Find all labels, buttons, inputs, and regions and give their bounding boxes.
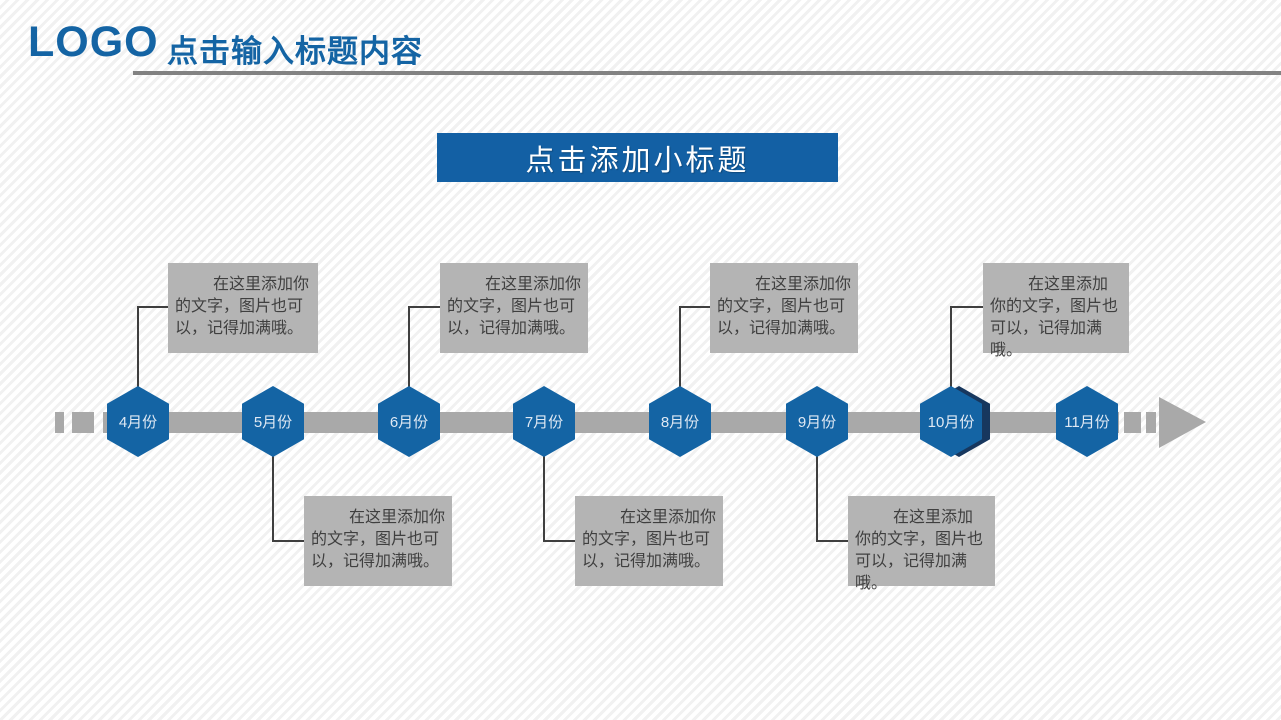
timeline-dash-left-1 — [55, 412, 64, 433]
timeline-node-label: 5月份 — [253, 414, 293, 431]
connector-jul-vertical — [543, 455, 545, 542]
connector-jun-horizontal — [408, 306, 440, 308]
header-divider — [133, 71, 1281, 75]
timeline-node-label: 11月份 — [1064, 414, 1110, 431]
note-box-sep[interactable]: 在这里添加你的文字，图片也可以，记得加满哦。 — [848, 496, 995, 592]
connector-sep-vertical — [816, 455, 818, 542]
connector-aug-horizontal — [679, 306, 710, 308]
right-arrow-icon — [1159, 397, 1206, 448]
logo-text: LOGO — [28, 18, 159, 66]
connector-sep-horizontal — [816, 540, 848, 542]
note-box-apr[interactable]: 在这里添加你的文字，图片也可以，记得加满哦。 — [168, 263, 318, 353]
connector-aug-vertical — [679, 306, 681, 388]
timeline-node-label: 8月份 — [660, 414, 700, 431]
timeline-node-apr[interactable]: 4月份 — [107, 386, 169, 457]
note-box-oct[interactable]: 在这里添加你的文字，图片也可以，记得加满哦。 — [983, 263, 1129, 359]
page-title[interactable]: 点击输入标题内容 — [167, 34, 423, 69]
timeline-node-jul[interactable]: 7月份 — [513, 386, 575, 457]
connector-oct-horizontal — [950, 306, 983, 308]
timeline-node-nov[interactable]: 11月份 — [1056, 386, 1118, 457]
note-box-aug[interactable]: 在这里添加你的文字，图片也可以，记得加满哦。 — [710, 263, 858, 353]
timeline-node-sep[interactable]: 9月份 — [786, 386, 848, 457]
connector-jun-vertical — [408, 306, 410, 388]
connector-oct-vertical — [950, 306, 952, 388]
timeline-node-jun[interactable]: 6月份 — [378, 386, 440, 457]
timeline-node-label: 7月份 — [524, 414, 564, 431]
connector-apr-vertical — [137, 306, 139, 388]
note-box-jun[interactable]: 在这里添加你的文字，图片也可以，记得加满哦。 — [440, 263, 588, 353]
timeline-node-label: 4月份 — [118, 414, 158, 431]
timeline-node-label: 6月份 — [389, 414, 429, 431]
timeline-dash-right-1 — [1124, 412, 1141, 433]
subtitle-label: 点击添加小标题 — [525, 144, 750, 177]
timeline-bar — [103, 412, 1119, 433]
subtitle-banner[interactable]: 点击添加小标题 — [437, 133, 838, 182]
note-box-jul[interactable]: 在这里添加你的文字，图片也可以，记得加满哦。 — [575, 496, 723, 586]
timeline-dash-right-2 — [1146, 412, 1156, 433]
connector-jul-horizontal — [543, 540, 575, 542]
timeline-node-aug[interactable]: 8月份 — [649, 386, 711, 457]
timeline-node-may[interactable]: 5月份 — [242, 386, 304, 457]
connector-apr-horizontal — [137, 306, 168, 308]
timeline-node-label: 10月份 — [927, 414, 975, 431]
timeline-dash-left-2 — [72, 412, 94, 433]
connector-may-horizontal — [272, 540, 304, 542]
timeline-node-label: 9月份 — [797, 414, 837, 431]
connector-may-vertical — [272, 455, 274, 542]
note-box-may[interactable]: 在这里添加你的文字，图片也可以，记得加满哦。 — [304, 496, 452, 586]
